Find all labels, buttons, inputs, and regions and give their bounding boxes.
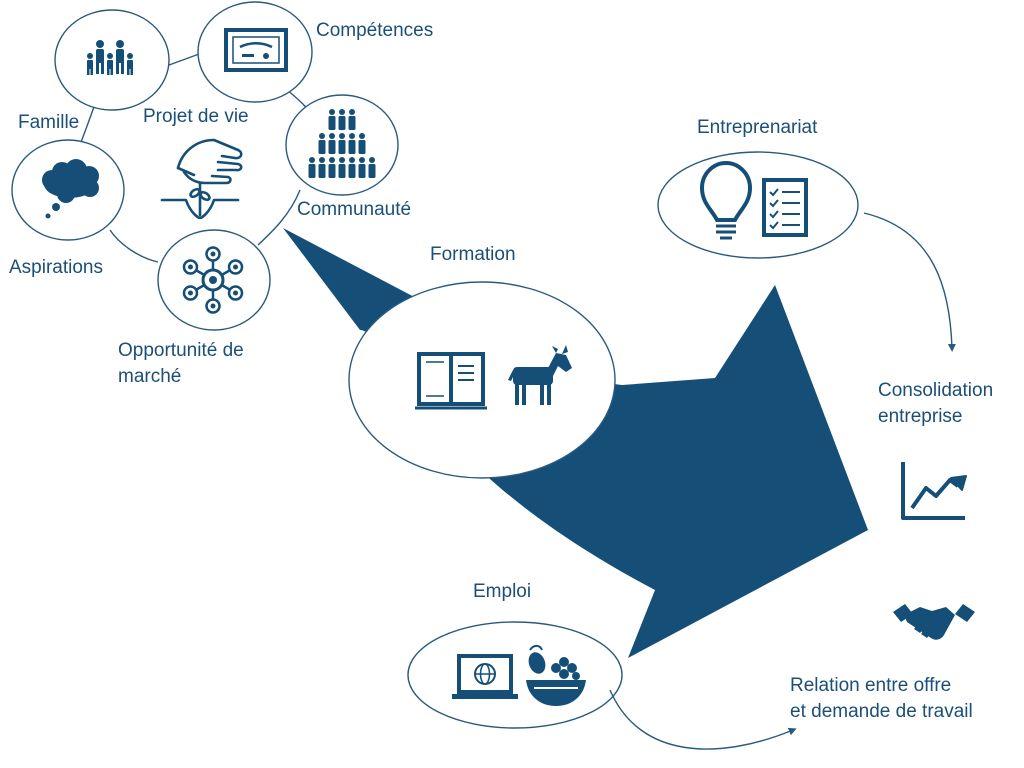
handshake-icon [893,604,975,640]
relation-line-1: Relation entre offre [790,675,952,696]
family-icon [87,40,133,75]
aspirations-label: Aspirations [9,257,103,278]
communaute-label: Communauté [297,199,412,220]
fruit-basket-icon [526,644,586,706]
thought-cloud-icon [42,159,99,219]
lightbulb-icon [699,160,753,240]
opportunite-marche-label: Opportunité de marché [118,338,244,390]
consolidation-line-2: entreprise [878,406,963,427]
network-icon [182,246,244,314]
emploi-label: Emploi [473,581,532,602]
emploi-to-relation-arrow [609,689,797,750]
entreprenariat-ellipse [657,151,859,259]
laptop-globe-icon [452,654,518,699]
hand-seed-icon [160,138,243,220]
open-book-icon [415,352,487,410]
emploi-ellipse [407,621,623,729]
relation-offre-demande-label: Relation entre offre et demande de trava… [790,673,973,725]
entreprenariat-to-consolidation-arrow [863,212,956,352]
formation-label: Formation [430,244,516,265]
famille-label: Famille [18,112,80,133]
opportunite-line-1: Opportunité de [118,340,244,361]
entreprenariat-label: Entreprenariat [697,117,818,138]
checklist-icon [762,178,808,237]
opportunite-line-2: marché [118,366,182,387]
goat-icon [508,345,572,405]
competences-circle [197,1,313,103]
projet-de-vie-label: Projet de vie [143,106,249,127]
certificate-icon [224,28,288,72]
growth-chart-icon [901,462,967,520]
consolidation-line-1: Consolidation [878,380,994,401]
competences-label: Compétences [316,20,434,41]
crowd-icon [308,109,376,178]
consolidation-entreprise-label: Consolidation entreprise [878,378,993,430]
relation-line-2: et demande de travail [790,701,973,722]
